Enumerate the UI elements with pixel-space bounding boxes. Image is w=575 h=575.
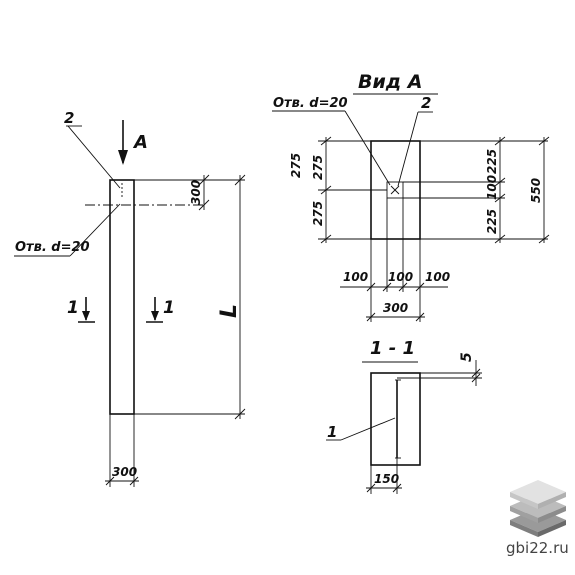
section-mark-right-head: [151, 311, 159, 321]
front-view: 2 А Отв. d=20 300 L 1 1 300: [14, 109, 246, 487]
watermark: gbi22.ru: [506, 480, 569, 557]
section-dim-5-label: 5: [459, 352, 475, 362]
view-A-dim-550-label: 550: [529, 178, 543, 203]
view-A-dim-right-tick-1: [494, 136, 506, 146]
dim-300-bottom-label: 300: [112, 465, 137, 479]
view-arrow-label: А: [132, 132, 148, 153]
view-A-dim-550-tick-bottom: [538, 234, 550, 244]
section-outline: [370, 372, 421, 466]
view-A-callout-2-label: 2: [421, 94, 431, 112]
watermark-text: gbi22.ru: [506, 539, 569, 557]
section-mark-left-head: [82, 311, 90, 321]
view-A-dim-100-right-bottom: 100: [425, 270, 450, 284]
dim-300-tick-top: [198, 174, 210, 186]
section-dim-5-tick-2: [471, 373, 481, 383]
section-title: 1 - 1: [370, 338, 415, 359]
section-mark-right-label: 1: [163, 298, 175, 318]
view-A-dim-275-outer: 275: [289, 153, 303, 178]
section-dim-150-label: 150: [374, 472, 399, 486]
dim-300-bottom-tick-l: [105, 476, 115, 486]
view-A-dim-left-tick-1: [320, 136, 332, 146]
hole-label: Отв. d=20: [15, 240, 90, 255]
callout-2-label: 2: [64, 109, 74, 127]
callout-2-leader: [67, 125, 121, 189]
view-A-dim-275-upper: 275: [311, 155, 325, 180]
view-A-dim-300-tick-l: [366, 312, 376, 322]
view-A-dim-300-tick-r: [415, 312, 425, 322]
slab-outline: [109, 179, 135, 415]
view-A: Вид А 275 275 275 225 100 225: [272, 71, 550, 322]
view-A-dim-300-label: 300: [383, 301, 408, 315]
section-callout-1-label: 1: [327, 423, 337, 441]
section-dim-150-tick-r: [392, 483, 402, 493]
view-A-hole-leader: [344, 110, 391, 186]
view-A-dim-100-mid: 100: [388, 270, 413, 284]
view-A-dim-left-tick-2: [320, 185, 332, 195]
view-A-dim-chain-tick-1: [366, 282, 376, 292]
view-A-hole-cross-2: [390, 185, 400, 195]
view-A-hole-label: Отв. d=20: [273, 96, 348, 111]
view-A-dim-275-lower: 275: [311, 201, 325, 226]
hole-leader: [69, 203, 121, 257]
dim-L-label: L: [217, 304, 242, 318]
view-A-dim-right-tick-4: [494, 234, 506, 244]
view-A-dim-right-tick-2: [494, 177, 506, 187]
view-A-dim-100-left: 100: [343, 270, 368, 284]
dim-300-bottom-tick-r: [129, 476, 139, 486]
view-A-callout-2-leader: [397, 111, 419, 187]
view-A-dim-550-tick-top: [538, 136, 550, 146]
dim-300-vertical-label: 300: [189, 180, 203, 205]
stacked-slabs-icon: [510, 480, 566, 537]
dim-L-tick-top: [234, 174, 246, 186]
view-A-dim-chain-tick-4: [415, 282, 425, 292]
view-A-dim-225-bottom: 225: [485, 209, 499, 234]
view-A-dim-chain-tick-2: [382, 282, 392, 292]
view-A-dim-right-tick-3: [494, 193, 506, 203]
section-dim-5-tick-1: [471, 368, 481, 378]
view-A-dim-left-tick-3: [320, 234, 332, 244]
view-A-dim-100-right: 100: [485, 175, 499, 200]
section-dim-150-tick-l: [366, 483, 376, 493]
dim-L-tick-bottom: [234, 408, 246, 420]
dim-300-tick-bottom: [198, 199, 210, 211]
view-A-title: Вид А: [358, 71, 422, 93]
view-arrow-head: [118, 150, 128, 165]
section-1-1: 1 - 1 5 1 150: [326, 338, 482, 494]
section-callout-1-leader: [340, 417, 396, 441]
view-A-dim-225-top: 225: [485, 149, 499, 174]
view-A-dim-chain-tick-3: [398, 282, 408, 292]
section-mark-left-label: 1: [67, 298, 79, 318]
